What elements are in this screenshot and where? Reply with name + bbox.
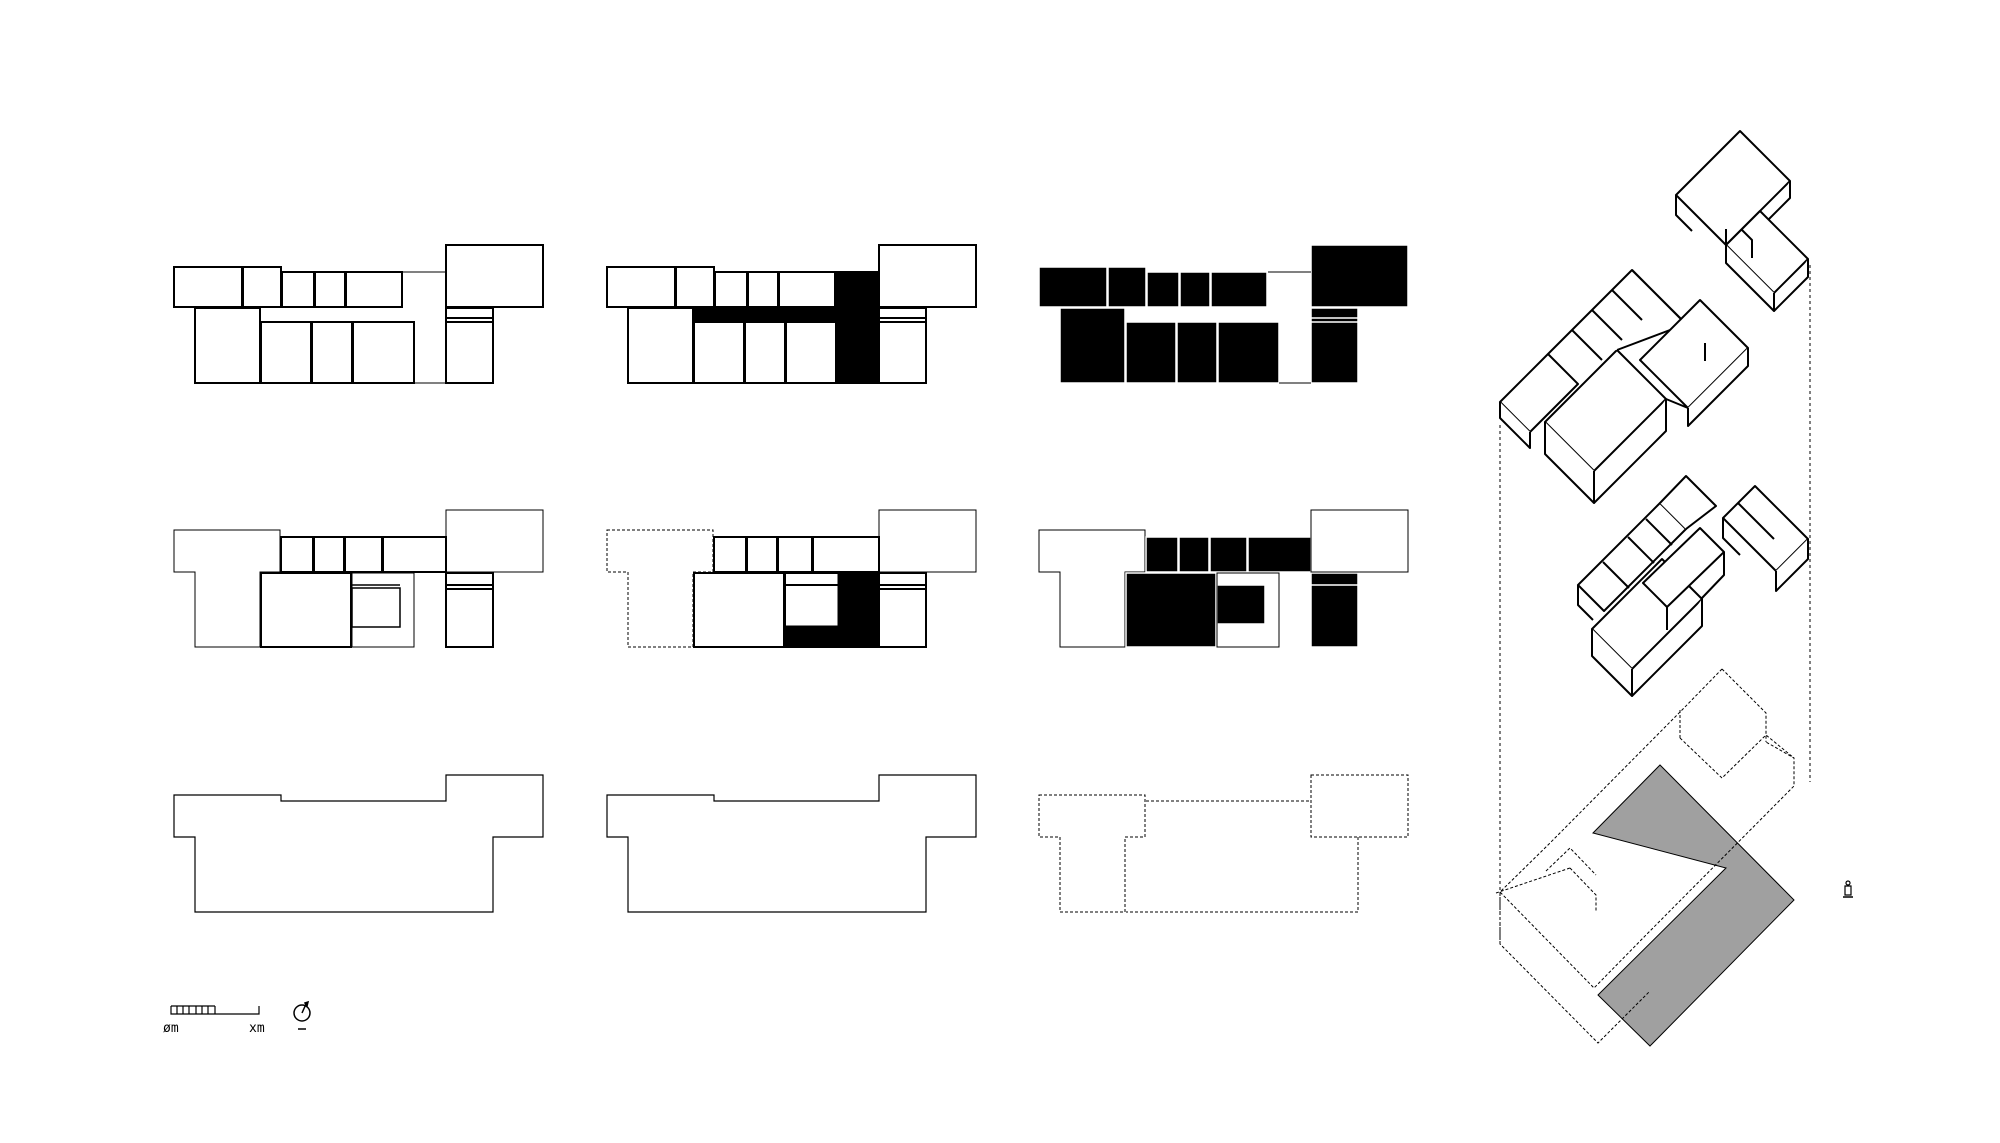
scale-bar-end-label: xm <box>249 1021 265 1036</box>
plan-row2-col2 <box>606 509 977 648</box>
plan-row3-col3 <box>1038 774 1409 913</box>
scale-bar <box>170 1005 260 1015</box>
plan-row3-col2 <box>606 774 977 913</box>
plan-row2-col1 <box>173 509 544 648</box>
axon-middle-level <box>1577 475 1809 697</box>
axon-projection-lines <box>1499 265 1811 942</box>
axon-upper-level <box>1499 130 1809 504</box>
plan-row3-col1 <box>173 774 544 913</box>
plan-row2-col3 <box>1038 509 1409 648</box>
plan-row1-col3 <box>1038 244 1409 384</box>
plan-row1-col2 <box>606 244 977 384</box>
person-icon <box>1843 880 1853 898</box>
plan-row1-col1 <box>173 244 544 384</box>
north-arrow-icon <box>293 1000 311 1030</box>
scale-bar-start-label: øm <box>163 1021 179 1036</box>
